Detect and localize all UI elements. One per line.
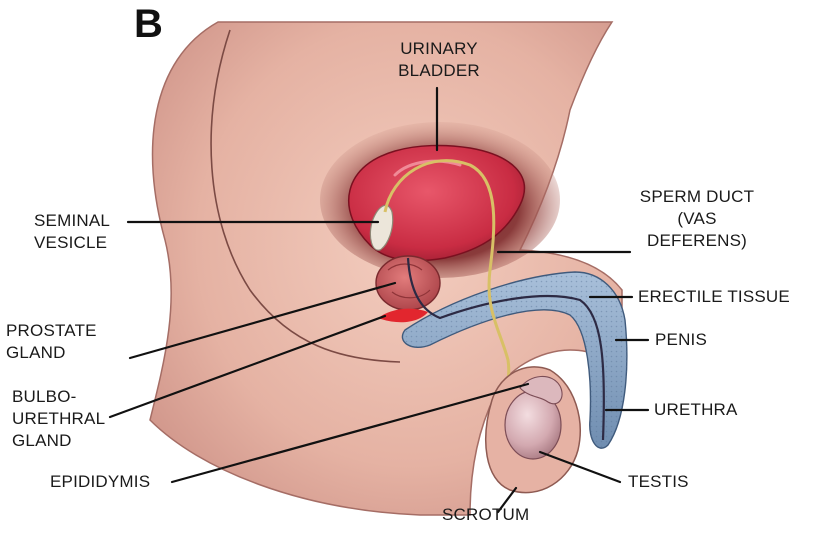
label-seminal-vesicle: SEMINAL VESICLE bbox=[34, 210, 110, 254]
panel-letter: B bbox=[134, 4, 163, 44]
label-urethra: URETHRA bbox=[654, 399, 738, 421]
label-testis: TESTIS bbox=[628, 471, 689, 493]
label-prostate-gland: PROSTATE GLAND bbox=[6, 320, 97, 364]
label-urinary-bladder: URINARY BLADDER bbox=[383, 38, 495, 82]
label-sperm-duct: SPERM DUCT (VAS DEFERENS) bbox=[639, 186, 755, 252]
label-erectile-tissue: ERECTILE TISSUE bbox=[638, 286, 790, 308]
label-bulbourethral-gland: BULBO- URETHRAL GLAND bbox=[12, 386, 105, 452]
label-scrotum: SCROTUM bbox=[442, 504, 529, 526]
label-epididymis: EPIDIDYMIS bbox=[50, 471, 150, 493]
label-penis: PENIS bbox=[655, 329, 707, 351]
